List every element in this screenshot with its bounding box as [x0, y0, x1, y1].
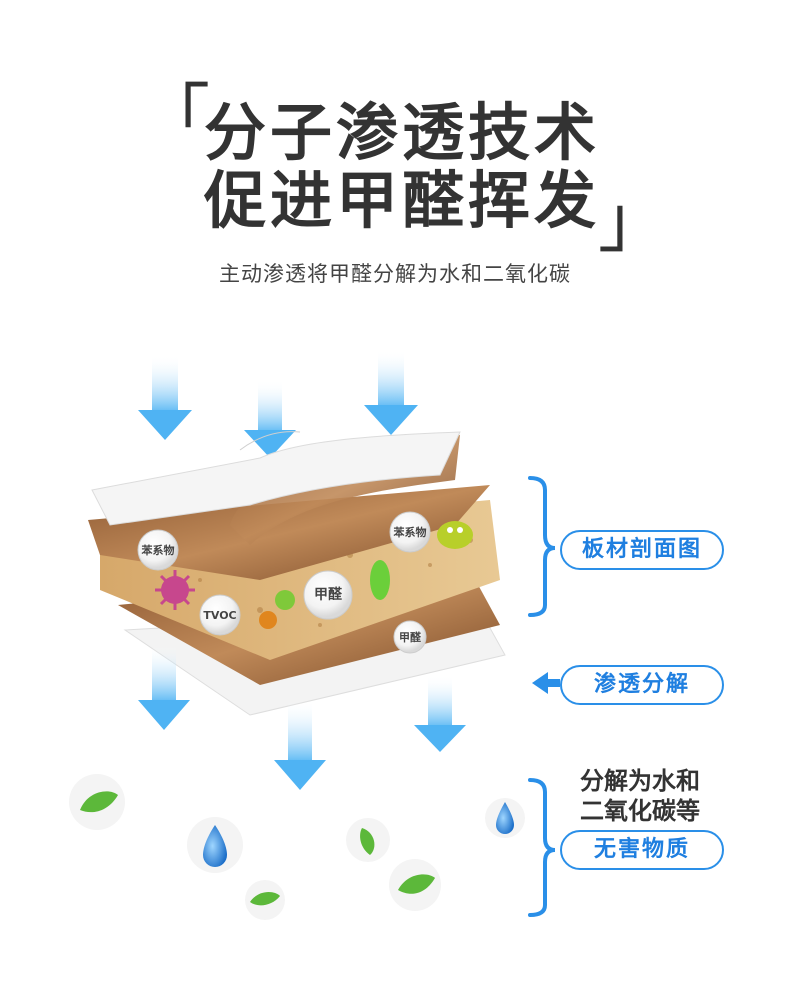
benzene-bubble: 苯系物	[137, 529, 179, 571]
svg-text:苯系物: 苯系物	[141, 543, 175, 557]
bacteria-icon	[370, 560, 390, 600]
down-arrow-icon	[138, 355, 192, 440]
board-illustration: 苯系物 苯系物 TVOC 甲醛 甲醛	[69, 350, 560, 920]
leaf-icon	[245, 880, 285, 920]
formaldehyde-bubble: 甲醛	[393, 620, 427, 654]
penetrate-label: 渗透分解	[560, 665, 724, 705]
bacteria-icon	[155, 570, 195, 610]
headline-line1: 分子渗透技术	[204, 96, 601, 169]
tvoc-bubble: TVOC	[199, 594, 241, 636]
leaf-icon	[69, 774, 125, 830]
harmless-label: 无害物质	[560, 830, 724, 870]
svg-text:苯系物: 苯系物	[393, 525, 427, 539]
headline-line2: 促进甲醛挥发	[204, 164, 601, 237]
result-line1: 分解为水和	[580, 767, 700, 795]
svg-text:甲醛: 甲醛	[314, 586, 343, 603]
water-drop-icon	[187, 817, 243, 873]
water-drop-icon	[485, 798, 525, 838]
close-bracket: 」	[598, 180, 668, 262]
board-section-label: 板材剖面图	[560, 530, 724, 570]
bacteria-icon	[275, 590, 295, 610]
benzene-bubble: 苯系物	[389, 511, 431, 553]
bacteria-icon	[259, 611, 277, 629]
bracket-icon	[528, 476, 556, 917]
formaldehyde-bubble: 甲醛	[303, 570, 353, 620]
svg-text:TVOC: TVOC	[203, 609, 236, 622]
bacteria-icon	[437, 521, 473, 549]
leaf-icon	[346, 818, 390, 862]
left-arrow-icon	[532, 672, 560, 694]
open-bracket: 「	[140, 76, 210, 158]
down-arrow-icon	[364, 350, 418, 435]
down-arrow-icon	[274, 700, 326, 790]
down-arrow-icon	[244, 380, 296, 458]
leaf-icon	[389, 859, 441, 911]
down-arrow-icon	[138, 645, 190, 730]
result-line2: 二氧化碳等	[580, 797, 700, 825]
down-arrow-icon	[414, 675, 466, 752]
subtitle: 主动渗透将甲醛分解为水和二氧化碳	[219, 262, 571, 286]
svg-text:甲醛: 甲醛	[399, 630, 422, 644]
